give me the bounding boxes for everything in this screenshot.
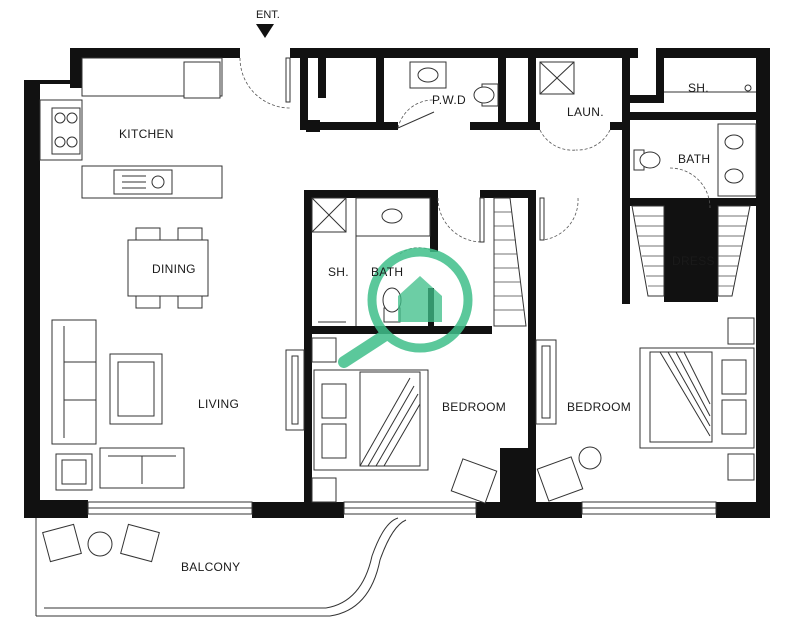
kitchen-fixtures [39, 57, 223, 199]
label-dress: DRESS [672, 254, 715, 268]
label-shower-master: SH. [688, 81, 709, 95]
label-bedroom-1: BEDROOM [442, 400, 506, 414]
label-bath-2: BATH [371, 265, 403, 279]
label-balcony: BALCONY [181, 560, 240, 574]
master-bath-fixtures [633, 84, 757, 197]
laundry-fixtures [539, 61, 575, 95]
magnifier-house-icon [338, 247, 473, 368]
outer-walls [24, 48, 770, 518]
label-bedroom-2: BEDROOM [567, 400, 631, 414]
dress-stairs [631, 205, 751, 297]
bedroom1-furniture [285, 337, 498, 504]
entrance-label: ENT. [256, 9, 280, 21]
label-kitchen: KITCHEN [119, 127, 174, 141]
label-shower-2: SH. [328, 265, 349, 279]
interior-walls [300, 48, 756, 502]
pwd-fixtures [409, 61, 499, 107]
dining-set [127, 227, 209, 309]
room-labels: KITCHEN P.W.D LAUN. SH. BATH DINING SH. … [119, 81, 715, 574]
label-pwd: P.W.D [432, 93, 466, 107]
label-laundry: LAUN. [567, 105, 604, 119]
bath2-fixtures [311, 197, 431, 326]
windows [87, 501, 717, 515]
entrance-arrow-icon [256, 24, 274, 38]
balcony-outline [35, 517, 407, 617]
living-furniture [51, 319, 185, 491]
label-living: LIVING [198, 397, 239, 411]
balcony-furniture [42, 523, 160, 563]
bedroom2-furniture [535, 317, 755, 502]
entrance-marker: ENT. [256, 9, 280, 38]
bedroom1-wardrobe [493, 197, 527, 327]
label-bath-master: BATH [678, 152, 710, 166]
doors [239, 57, 711, 255]
label-dining: DINING [152, 262, 196, 276]
